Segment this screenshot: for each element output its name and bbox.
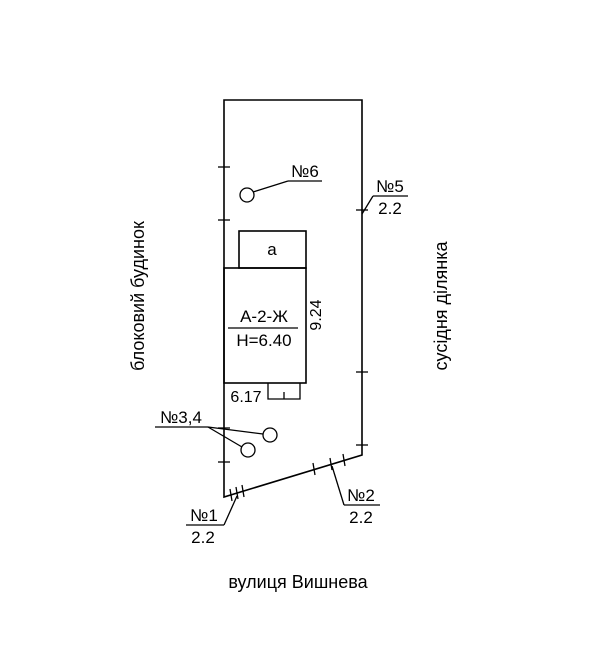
boundary-tick bbox=[342, 453, 346, 467]
point-3-leader bbox=[207, 426, 264, 435]
point-2-leader bbox=[331, 465, 345, 506]
point-5-label: №5 bbox=[376, 177, 404, 196]
building-length: 9.24 bbox=[308, 299, 325, 330]
point-34-label: №3,4 bbox=[160, 408, 202, 427]
point-1-label: №1 bbox=[190, 506, 218, 525]
point-1-leader bbox=[223, 495, 238, 526]
point-6-leader bbox=[252, 180, 289, 193]
point-2-label: №2 bbox=[347, 486, 375, 505]
point-4-marker bbox=[240, 442, 256, 458]
point-4-leader bbox=[207, 426, 243, 448]
building-width: 6.17 bbox=[230, 389, 261, 406]
boundary-tick bbox=[312, 462, 316, 476]
point-2-distance: 2.2 bbox=[349, 508, 373, 527]
street-label: вулиця Вишнева bbox=[228, 572, 368, 592]
building-code: А-2-Ж bbox=[240, 307, 288, 326]
left-neighbor-label: блоковий будинок bbox=[128, 221, 148, 371]
annex-label: а bbox=[267, 240, 277, 259]
point-5-distance: 2.2 bbox=[378, 199, 402, 218]
point-6-label: №6 bbox=[291, 162, 319, 181]
building-height: H=6.40 bbox=[236, 331, 291, 350]
point-3-marker bbox=[262, 427, 278, 443]
boundary-tick bbox=[235, 486, 239, 500]
point-6-marker bbox=[239, 187, 255, 203]
annex-building bbox=[238, 230, 307, 269]
boundary-tick bbox=[329, 457, 333, 471]
point-1-distance: 2.2 bbox=[191, 528, 215, 547]
boundary-tick bbox=[229, 488, 233, 502]
boundary-tick bbox=[241, 484, 245, 498]
plot-boundary bbox=[223, 99, 363, 499]
point-5-leader bbox=[361, 195, 374, 215]
right-neighbor-label: сусідня ділянка bbox=[431, 241, 451, 371]
